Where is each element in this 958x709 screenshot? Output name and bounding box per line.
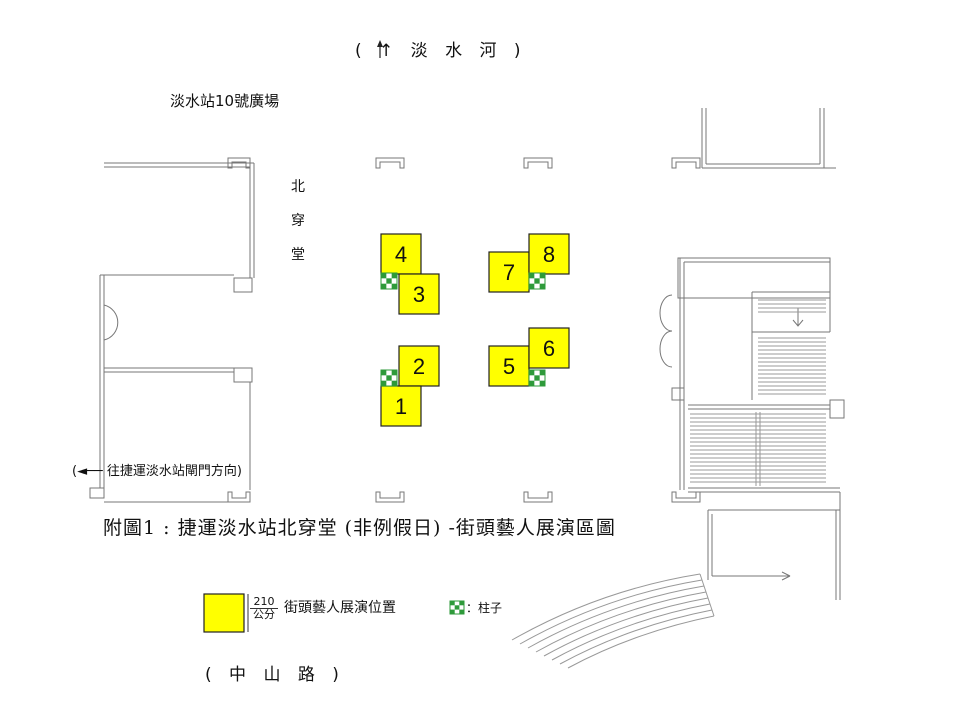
spot-7-label: 7 xyxy=(503,260,515,285)
pillar-icon xyxy=(380,272,398,290)
spot-8-box xyxy=(528,233,570,275)
north-passage-char: 北 xyxy=(291,179,305,195)
column-bracket-row-bottom xyxy=(104,491,701,503)
north-passage-char: 堂 xyxy=(291,247,305,263)
spot-6-label: 6 xyxy=(543,336,555,361)
performance-spots: 43 21 7 8 5 6 xyxy=(380,233,570,427)
stair-treads xyxy=(690,299,826,486)
plaza-label: 淡水站10號廣場 xyxy=(170,92,280,110)
pillar-icon xyxy=(380,369,398,387)
spot-2-label: 2 xyxy=(413,354,425,379)
legend-pillar-swatch xyxy=(449,600,465,615)
spot-1-label: 1 xyxy=(395,394,407,419)
legend-performer-label: 街頭藝人展演位置 xyxy=(284,600,396,616)
column-bracket-row-top xyxy=(227,157,701,169)
north-arrow-icon xyxy=(377,40,383,58)
legend-size-number: 210 xyxy=(250,596,278,609)
legend-size: 210 公分 xyxy=(250,596,278,621)
spot-8-label: 8 xyxy=(543,242,555,267)
pillar-icon xyxy=(528,272,546,290)
right-building-outline xyxy=(659,108,845,600)
spot-2-box xyxy=(398,345,440,387)
legend-size-unit: 公分 xyxy=(253,608,275,621)
spot-3-box xyxy=(398,273,440,315)
spot-4-label: 4 xyxy=(395,242,407,267)
main-title: 附圖1 : 捷運淡水站北穿堂 (非例假日) -街頭藝人展演區圖 xyxy=(103,517,616,539)
river-label: ( ↑ 淡 水 河 ) xyxy=(355,41,527,61)
gate-direction-label: (◄── 往捷運淡水站閘門方向) xyxy=(72,464,242,479)
north-passage-char: 穿 xyxy=(291,213,305,229)
spot-5-label: 5 xyxy=(503,354,515,379)
pillar-icon xyxy=(528,369,546,387)
spot-1-box xyxy=(380,385,422,427)
road-label: ( 中 山 路 ) xyxy=(205,665,345,685)
left-building-outline xyxy=(89,162,255,499)
legend-pillar-label: ：柱子 xyxy=(466,601,503,615)
spot-6-box xyxy=(528,327,570,369)
curved-steps xyxy=(511,573,715,669)
legend-performer-swatch xyxy=(203,593,245,633)
north-passage-label: 北 穿 堂 xyxy=(288,170,308,272)
spot-3-label: 3 xyxy=(413,282,425,307)
